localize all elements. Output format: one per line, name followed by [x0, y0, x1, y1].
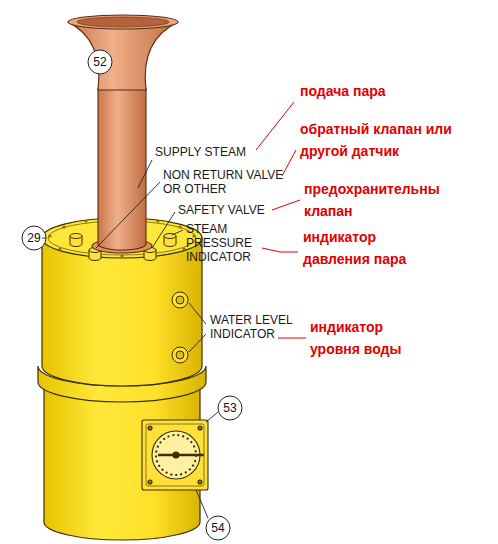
translation-label: предохранительны клапан: [304, 178, 484, 222]
water-level-gauge: [172, 292, 188, 363]
translation-label: подача пара: [300, 80, 386, 102]
callout-circles: [22, 50, 242, 540]
callout-number: 52: [88, 50, 112, 74]
translation-label: обратный клапан или другой датчик: [300, 118, 452, 162]
part-label: NON RETURN VALVE OR OTHER: [163, 168, 288, 196]
callout-number: 29: [22, 226, 46, 250]
steam-pipe: [68, 15, 178, 253]
lower-shell: [44, 380, 200, 540]
fire-door: [142, 420, 208, 490]
part-label: STEAM PRESSURE INDICATOR: [186, 222, 296, 264]
callout-number: 53: [218, 396, 242, 420]
part-label: SAFETY VALVE: [178, 203, 265, 217]
upper-shell: [42, 238, 202, 386]
callout-number: 54: [206, 516, 230, 540]
translation-leaders: [256, 102, 306, 338]
part-label: SUPPLY STEAM: [155, 145, 246, 159]
translation-label: индикатор давления пара: [303, 226, 438, 270]
translation-label: индикатор уровня воды: [310, 316, 435, 360]
part-label: WATER LEVEL INDICATOR: [210, 313, 305, 341]
